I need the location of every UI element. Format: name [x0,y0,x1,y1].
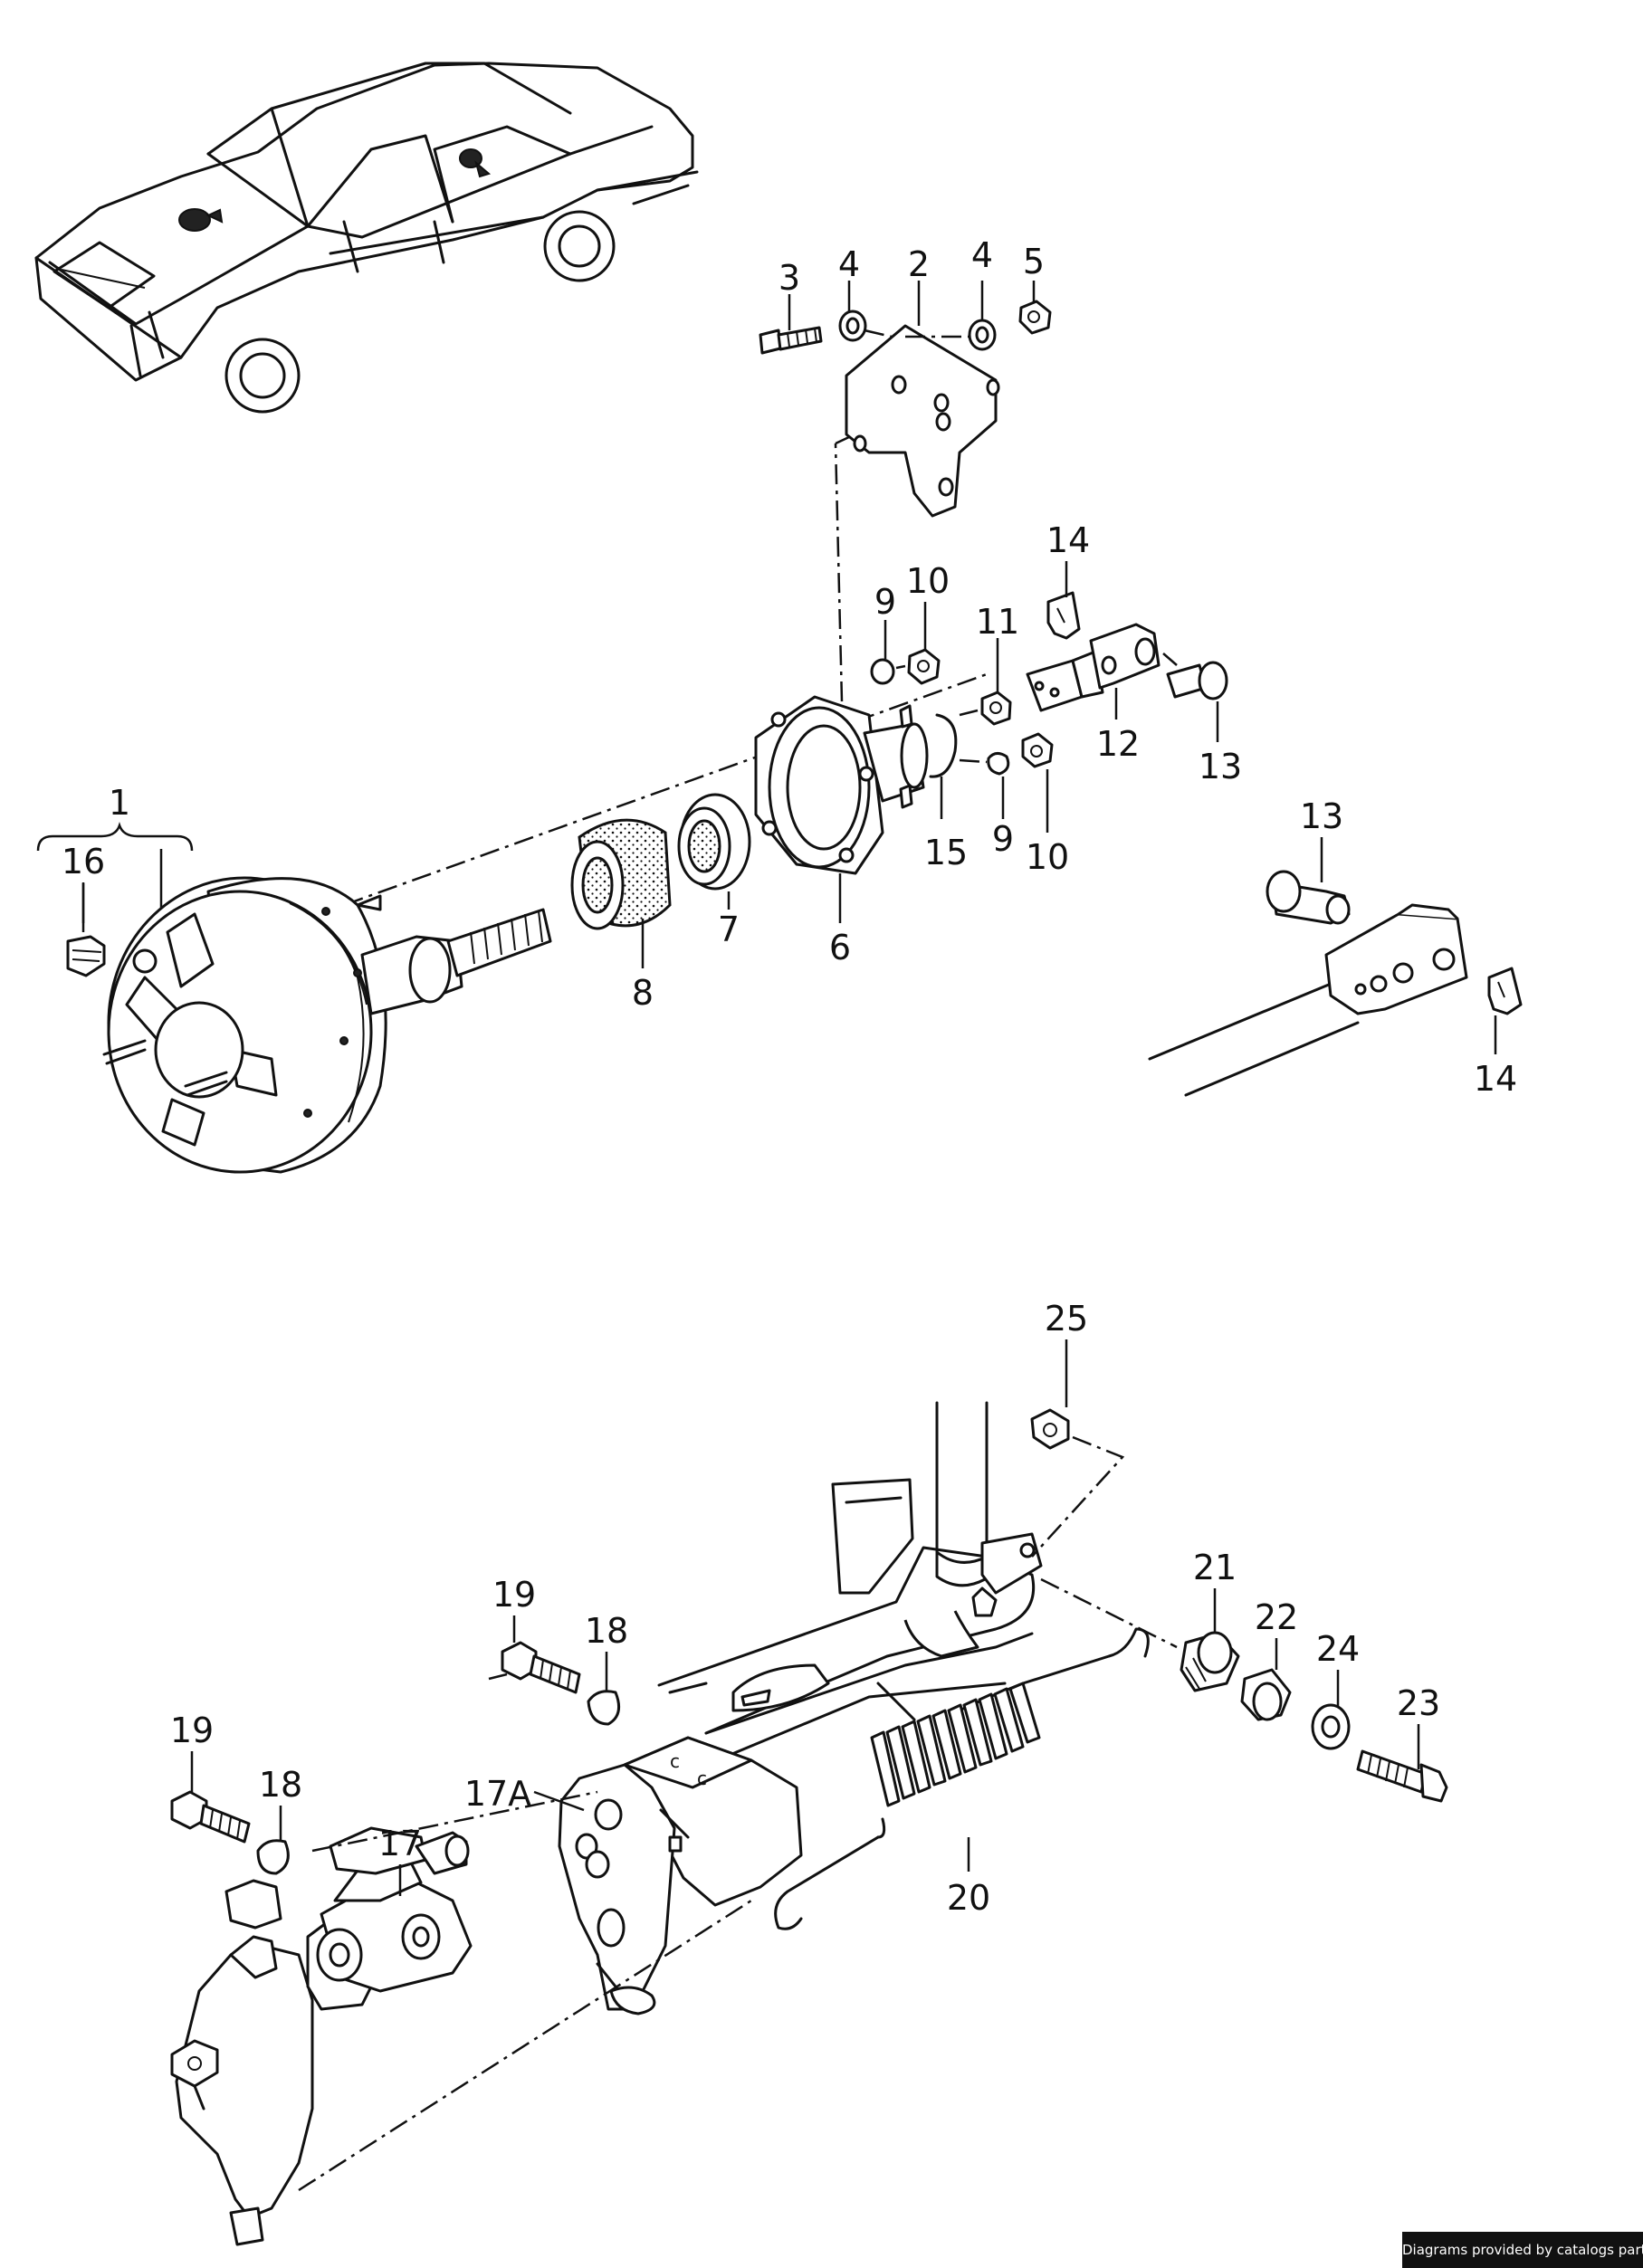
callout-18a: 18 [585,1611,628,1651]
callout-13b: 13 [1300,796,1343,836]
callout-4a: 4 [838,244,860,284]
svg-text:c: c [697,1768,707,1789]
callout-14b: 14 [1474,1059,1517,1099]
nut-25 [1030,1408,1070,1450]
callout-17: 17 [378,1824,422,1863]
callout-10b: 10 [1026,837,1069,877]
svg-text:c: c [670,1750,680,1772]
nut-5 [1018,300,1052,335]
callout-7: 7 [718,910,740,949]
rear-axle-beam [657,1401,1043,1767]
bracket-2 [845,324,1000,518]
callout-19a: 19 [492,1575,536,1615]
leader-lines-lower [190,1339,1420,1896]
callout-5: 5 [1023,242,1045,281]
callout-13a: 13 [1199,747,1242,786]
nut-10a [907,648,941,685]
callout-25: 25 [1045,1299,1088,1339]
clip-14a [1046,591,1081,640]
cap-16 [66,935,106,977]
callout-14a: 14 [1046,520,1090,560]
bolt-19b [170,1790,251,1844]
flange-6 [754,695,929,875]
credit-footer: Diagrams provided by catalogs parts [1402,2232,1643,2268]
circlip-15 [929,713,958,778]
car-illustration [34,62,699,414]
callout-4b: 4 [971,235,993,275]
callout-24: 24 [1316,1629,1360,1669]
lock-washer-18b [256,1839,290,1875]
pin-13b [1266,870,1351,925]
callout-20: 20 [947,1878,990,1918]
callout-11: 11 [976,602,1019,642]
clevis-12 [1026,623,1161,712]
callout-12: 12 [1096,724,1140,764]
clip-14b [1487,967,1523,1015]
bushing-22 [1240,1668,1292,1721]
lock-washer-18a [587,1690,621,1726]
callout-2: 2 [908,244,930,284]
callout-1: 1 [109,783,130,823]
callout-8: 8 [632,973,654,1013]
callout-10a: 10 [906,561,950,601]
washer-9a [870,658,895,685]
callout-16: 16 [62,842,105,881]
callout-21: 21 [1193,1548,1237,1587]
callout-15: 15 [924,833,968,872]
bushing-21 [1180,1631,1240,1692]
callout-9b: 9 [992,819,1014,859]
callout-9a: 9 [874,582,896,622]
foam-seal-8 [570,818,672,930]
leader-lines-upper [81,281,1497,1054]
spring-20 [774,1627,1150,1930]
callout-18b: 18 [259,1765,302,1805]
nut-11 [980,691,1012,726]
bolt-23 [1356,1749,1448,1803]
brake-booster [102,876,552,1174]
bracket-17A: c c [558,1736,803,2015]
callout-23: 23 [1397,1683,1440,1723]
callout-labels: 1 16 3 4 2 4 5 14 9 10 11 12 13 15 9 10 … [62,235,1517,1918]
pin-13a [1166,661,1228,700]
pedal-rod [1148,903,1468,1097]
callout-6: 6 [829,928,851,967]
callout-3: 3 [779,258,800,298]
bracket-1 [36,822,194,852]
callout-19b: 19 [170,1711,214,1750]
bolt-19a [501,1641,581,1694]
nut-10b [1021,732,1054,768]
callout-17A: 17A [464,1774,531,1814]
callout-22: 22 [1255,1597,1298,1637]
seal-ring-7 [677,793,751,891]
lock-washer-9b [987,752,1010,776]
bolt-3 [759,326,823,355]
pressure-regulator-17 [170,1826,473,2246]
